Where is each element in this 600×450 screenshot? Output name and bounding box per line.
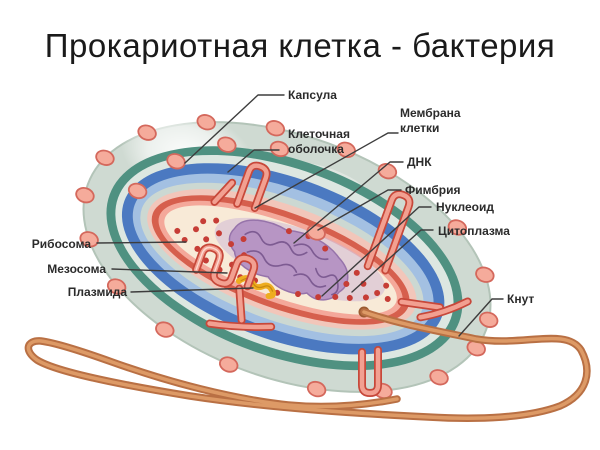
label-kapsula: Капсула <box>288 88 337 102</box>
leader-kapsula <box>184 94 285 164</box>
label-fimbriya: Фимбрия <box>405 183 461 197</box>
label-membrana-kletki: Мембрана клетки <box>400 106 461 135</box>
leader-knut <box>458 298 504 337</box>
bottom-hairpin-fold <box>358 346 382 397</box>
leader-kletochnaya-obolochka <box>227 149 280 173</box>
leader-membrana-kletki <box>254 132 399 209</box>
label-plazmida: Плазмида <box>67 285 127 299</box>
label-ribosoma: Рибосома <box>31 237 91 251</box>
mesosome-fold <box>192 243 259 291</box>
leader-plazmida <box>130 287 254 293</box>
leader-lines <box>96 94 504 337</box>
leader-nukleoid <box>321 206 432 297</box>
label-kletochnaya-obolochka: Клеточная оболочка <box>288 127 350 156</box>
leader-fimbriya <box>317 189 402 231</box>
label-nukleoid: Нуклеоид <box>436 200 494 214</box>
dna-strands <box>244 230 339 296</box>
membrane-folds <box>205 161 472 331</box>
flagellum <box>24 306 591 422</box>
label-citoplazma: Цитоплазма <box>438 224 510 238</box>
label-knut: Кнут <box>507 292 535 306</box>
page-title: Прокариотная клетка - бактерия <box>44 27 556 64</box>
leader-dnk <box>293 161 404 244</box>
label-dnk: ДНК <box>407 155 432 169</box>
leader-ribosoma <box>96 241 187 244</box>
leader-mezosoma <box>111 268 228 274</box>
leader-citoplazma <box>351 229 434 293</box>
label-mezosoma: Мезосома <box>47 262 106 276</box>
